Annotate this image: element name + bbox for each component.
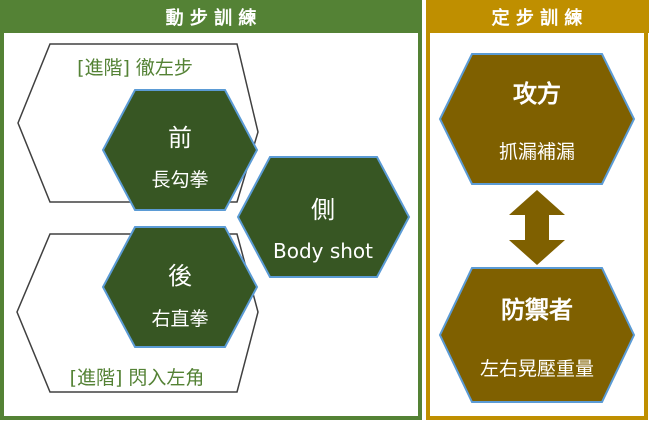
- right-panel: 定 步 訓 練 攻方 抓漏補漏 防禦者 左右晃壓重量: [426, 0, 649, 420]
- hex-attacker-shape: [438, 53, 636, 185]
- hex-side-title: 側: [311, 196, 335, 224]
- hex-side-subtitle: Body shot: [273, 239, 373, 263]
- hex-back: 後 右直拳: [101, 226, 259, 348]
- right-panel-border: [426, 0, 648, 420]
- hex-attacker-subtitle: 抓漏補漏: [499, 141, 575, 163]
- hex-attacker-title: 攻方: [513, 80, 561, 108]
- hex-defender: 防禦者 左右晃壓重量: [438, 267, 636, 403]
- hex-front: 前 長勾拳: [101, 89, 259, 211]
- lower-outline-hexagon: [16, 233, 259, 393]
- hex-attacker: 攻方 抓漏補漏: [438, 53, 636, 185]
- right-panel-header: [426, 0, 649, 33]
- hex-defender-title: 防禦者: [501, 296, 573, 324]
- double-arrow-vertical-icon: [509, 190, 565, 265]
- hex-front-shape: [101, 89, 259, 211]
- hex-back-shape: [101, 226, 259, 348]
- hex-defender-shape: [438, 267, 636, 403]
- hex-front-subtitle: 長勾拳: [151, 169, 208, 191]
- hex-side-shape: [236, 156, 411, 278]
- hex-front-title: 前: [168, 124, 192, 152]
- right-panel-title: 定 步 訓 練: [492, 7, 583, 29]
- lower-outline-label: [進階] 閃入左角: [70, 367, 205, 389]
- hex-defender-subtitle: 左右晃壓重量: [480, 358, 594, 380]
- hex-back-title: 後: [168, 262, 192, 290]
- left-panel-title: 動 步 訓 練: [166, 7, 257, 29]
- upper-outline-hexagon: [17, 43, 259, 203]
- left-panel: 動 步 訓 練 [進階] 徹左步 [進階] 閃入左角 前 長勾拳 後 右直拳 側…: [0, 0, 422, 420]
- left-panel-header: [0, 0, 422, 33]
- hex-back-subtitle: 右直拳: [151, 308, 208, 330]
- upper-outline-label: [進階] 徹左步: [77, 57, 193, 79]
- left-panel-border: [0, 0, 422, 420]
- hex-side: 側 Body shot: [236, 156, 411, 278]
